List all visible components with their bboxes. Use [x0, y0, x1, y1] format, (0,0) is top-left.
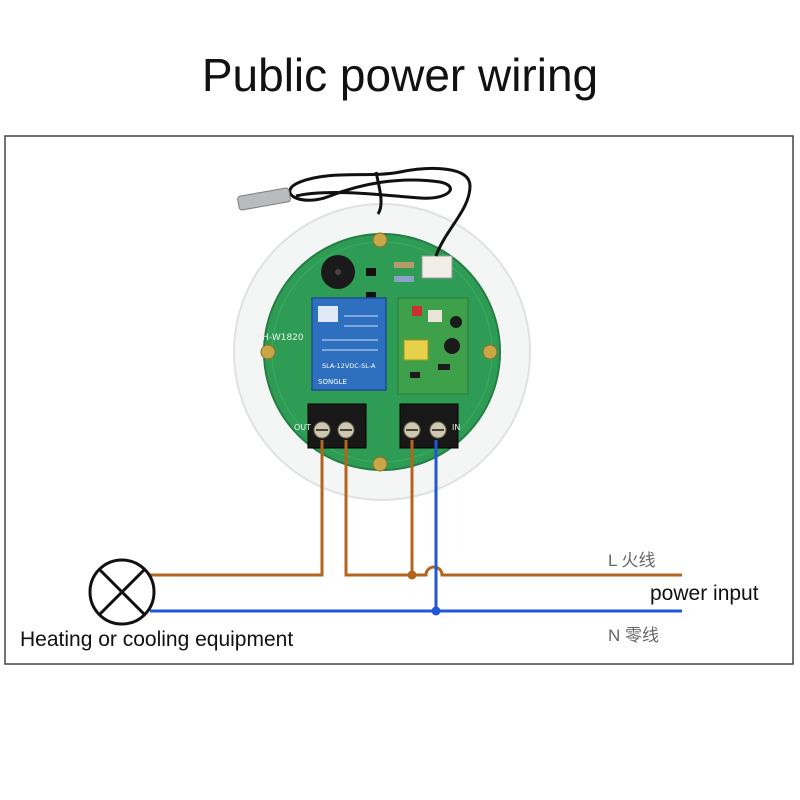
transistor [366, 268, 376, 276]
relay-model-label: SLA-12VDC-SL-A [322, 362, 376, 370]
resistor [394, 276, 414, 282]
live-line-label: L 火线 [608, 551, 656, 570]
resistor [394, 262, 414, 268]
load-live-wire [150, 440, 324, 577]
output-terminal-block [307, 403, 367, 449]
page-title: Public power wiring [201, 49, 599, 101]
load-label: Heating or cooling equipment [20, 628, 294, 651]
live-line [412, 565, 682, 577]
relay-brand-label: SONGLE [318, 378, 347, 386]
diagram-frame [4, 135, 794, 665]
power-input-label: power input [650, 582, 759, 605]
input-terminal-block [399, 403, 459, 449]
terminal-in-label: IN [452, 423, 460, 432]
load-lamp-symbol [88, 558, 156, 626]
relay: SLA-12VDC-SL-A SONGLE [311, 297, 387, 391]
mounting-screws [260, 232, 498, 472]
neutral-line-label: N 零线 [608, 626, 659, 645]
transistor [366, 292, 376, 300]
neutral-junction [431, 606, 441, 616]
live-junction [407, 570, 417, 580]
board-model-label: XH-W1820 [256, 333, 304, 343]
temperature-probe [237, 167, 472, 257]
output-to-live-wire [344, 440, 412, 577]
terminal-out-label: OUT [294, 423, 311, 432]
power-module [397, 297, 469, 395]
sensor-connector [421, 255, 453, 279]
